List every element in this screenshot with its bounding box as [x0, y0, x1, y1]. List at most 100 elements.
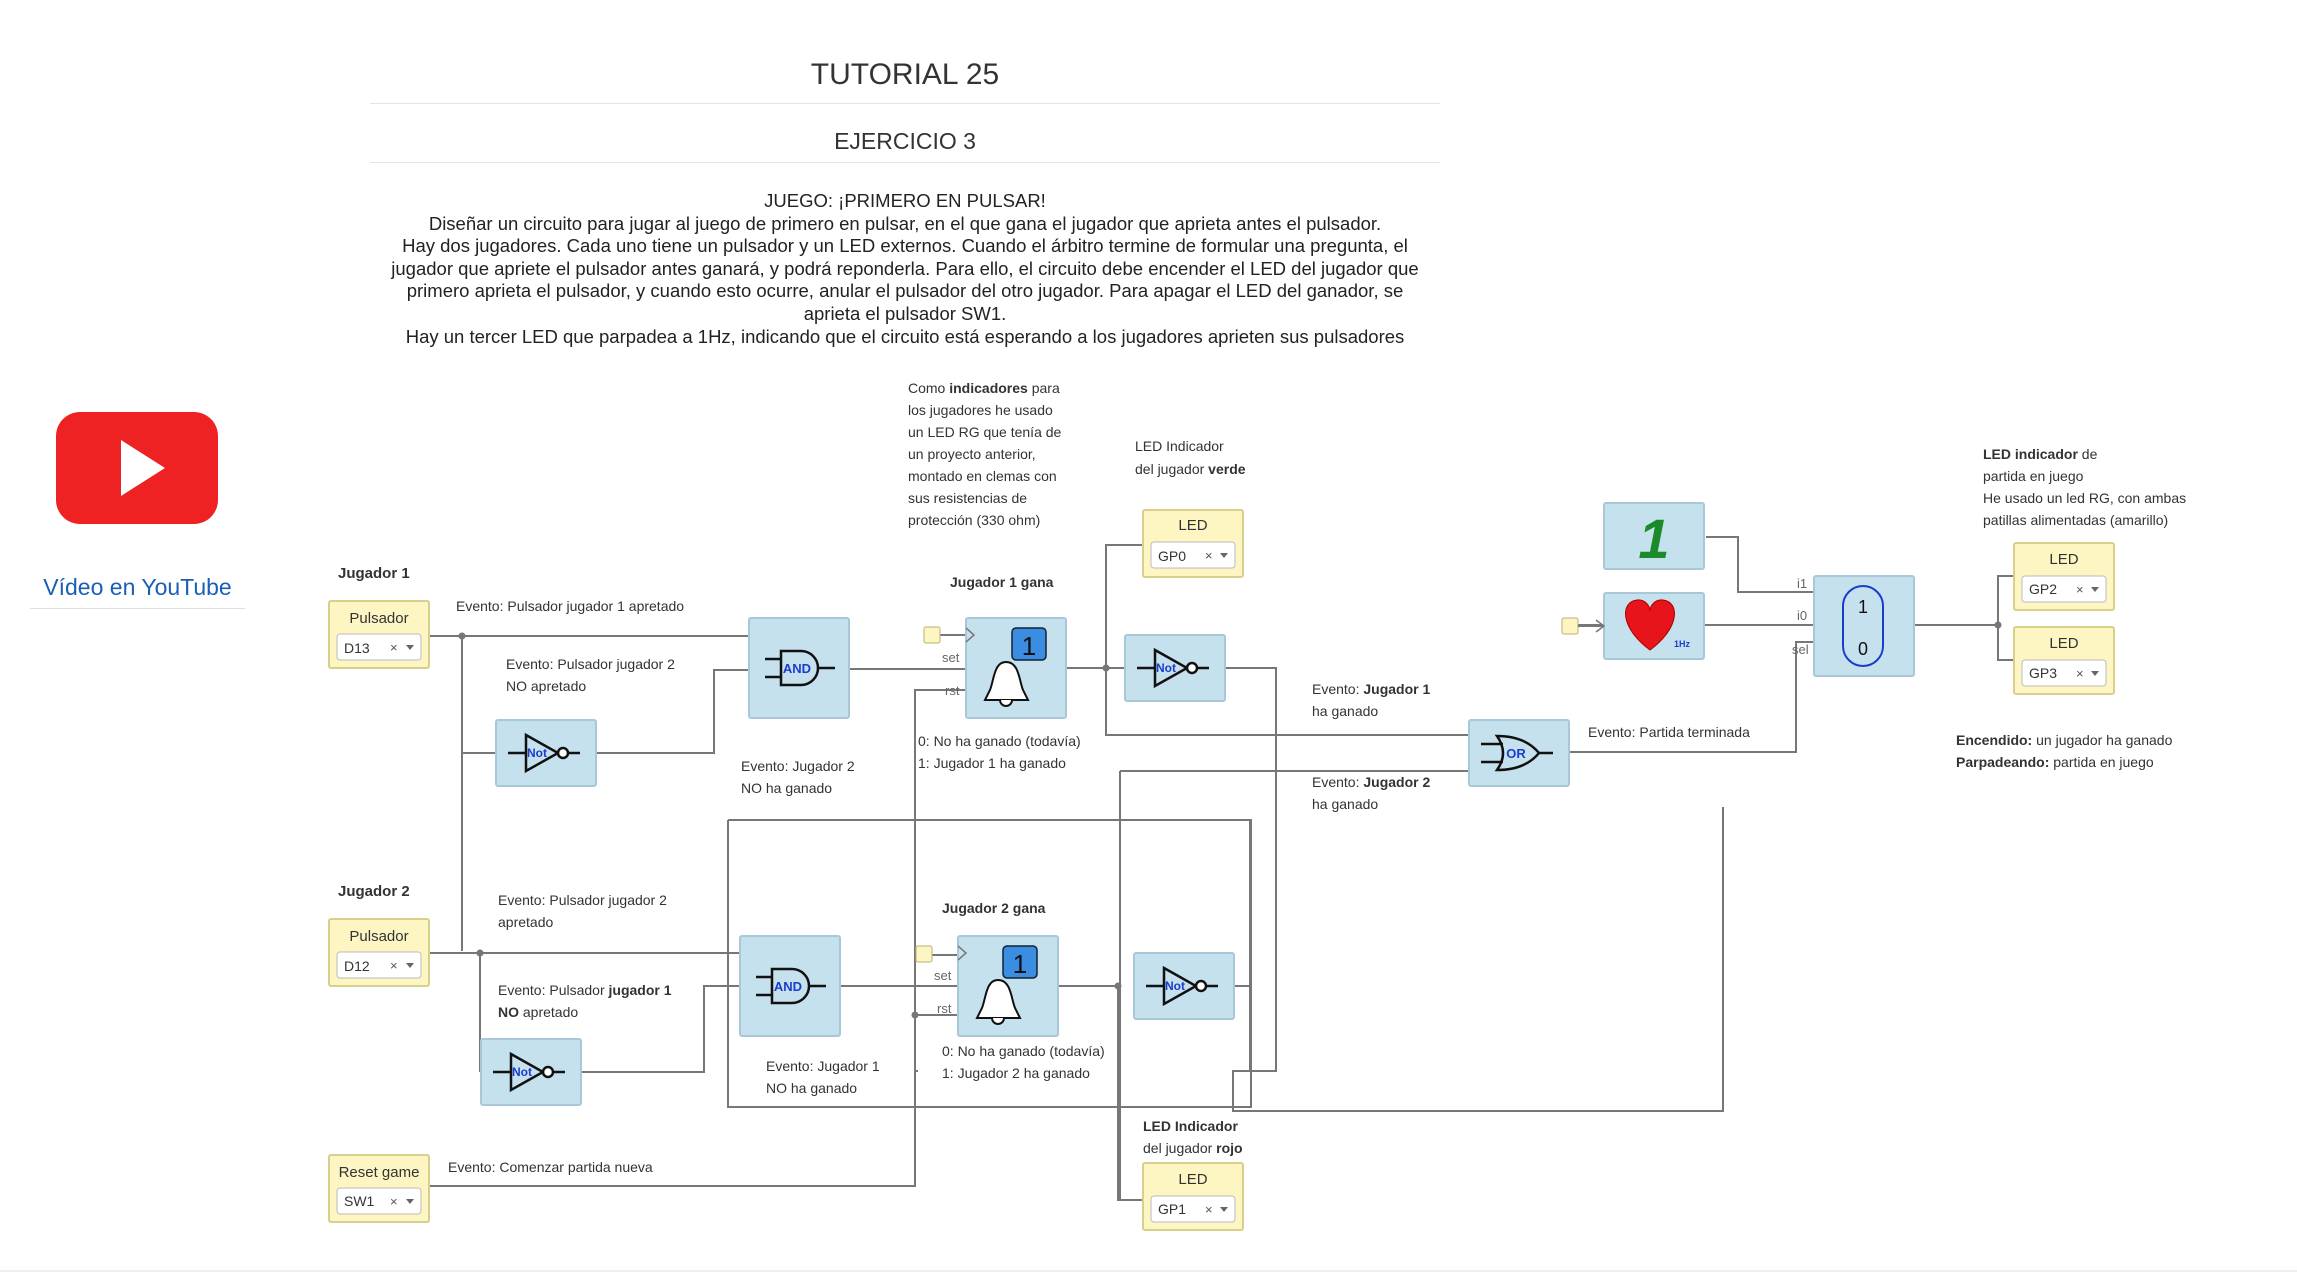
led-gp0-block[interactable]: LED GP0 ×	[1142, 509, 1244, 578]
svg-text:LED: LED	[2049, 551, 2078, 568]
svg-text:los jugadores he usado: los jugadores he usado	[908, 402, 1053, 418]
svg-text:Not: Not	[1165, 979, 1185, 993]
svg-text:Evento: Jugador 2: Evento: Jugador 2	[741, 758, 855, 774]
svg-text:Reset game: Reset game	[339, 1164, 420, 1181]
jugador-1-heading: Jugador 1	[338, 565, 410, 582]
svg-text:partida en juego: partida en juego	[1983, 468, 2084, 484]
and-gate-jugador-2[interactable]: AND	[739, 935, 841, 1037]
svg-text:×: ×	[390, 640, 398, 655]
description-line: jugador que apriete el pulsador antes ga…	[391, 257, 1419, 279]
svg-text:NO apretado: NO apretado	[506, 678, 586, 694]
svg-text:Evento: Jugador 1: Evento: Jugador 1	[1312, 681, 1430, 697]
description-line: aprieta el pulsador SW1.	[803, 302, 1007, 324]
svg-text:×: ×	[1205, 548, 1213, 563]
youtube-video-link[interactable]: Vídeo en YouTube	[43, 574, 232, 600]
svg-text:0: No ha ganado (todavía): 0: No ha ganado (todavía)	[918, 733, 1081, 749]
svg-text:SW1: SW1	[344, 1193, 375, 1209]
svg-text:del jugador rojo: del jugador rojo	[1143, 1140, 1243, 1156]
svg-text:0: No ha ganado (todavía): 0: No ha ganado (todavía)	[942, 1043, 1105, 1059]
exercise-description: JUEGO: ¡PRIMERO EN PULSAR! Diseñar un ci…	[370, 190, 1440, 348]
page-subtitle: EJERCICIO 3	[834, 128, 976, 154]
svg-text:OR: OR	[1506, 746, 1526, 761]
svg-text:NO ha ganado: NO ha ganado	[741, 780, 832, 796]
led-gp1-block[interactable]: LED GP1 ×	[1142, 1162, 1244, 1231]
svg-text:Parpadeando: partida en juego: Parpadeando: partida en juego	[1956, 754, 2154, 770]
pulsador-d12-block[interactable]: Pulsador D12 ×	[328, 918, 430, 987]
svg-text:1: Jugador 1 ha ganado: 1: Jugador 1 ha ganado	[918, 755, 1066, 771]
wires	[428, 536, 2014, 1201]
svg-text:GP2: GP2	[2029, 581, 2057, 597]
svg-text:patillas alimentadas (amarillo: patillas alimentadas (amarillo)	[1983, 512, 2168, 528]
led-gp2-block[interactable]: LED GP2 ×	[2013, 542, 2115, 611]
svg-text:montado en clemas con: montado en clemas con	[908, 468, 1057, 484]
reset-game-sw1-block[interactable]: Reset game SW1 ×	[328, 1154, 430, 1223]
svg-text:D12: D12	[344, 958, 370, 974]
svg-text:un proyecto anterior,: un proyecto anterior,	[908, 446, 1036, 462]
svg-text:Evento: Jugador 1: Evento: Jugador 1	[766, 1058, 880, 1074]
svg-text:×: ×	[2076, 582, 2084, 597]
svg-text:apretado: apretado	[498, 914, 553, 930]
jugador-2-heading: Jugador 2	[338, 883, 410, 900]
svg-text:LED: LED	[1178, 1171, 1207, 1188]
description-line: primero aprieta el pulsador, y cuando es…	[406, 280, 1404, 302]
and-gate-jugador-1[interactable]: AND	[748, 617, 850, 719]
svg-text:rst: rst	[937, 1001, 952, 1016]
svg-text:del jugador verde: del jugador verde	[1135, 461, 1246, 477]
description-line: Hay dos jugadores. Cada uno tiene un pul…	[402, 235, 1408, 257]
subtitle-divider	[370, 162, 1440, 163]
svg-text:×: ×	[390, 958, 398, 973]
svg-text:1: 1	[1013, 949, 1027, 979]
svg-text:LED: LED	[2049, 635, 2078, 652]
svg-text:Pulsador: Pulsador	[349, 928, 408, 945]
svg-text:1: Jugador 2 ha ganado: 1: Jugador 2 ha ganado	[942, 1065, 1090, 1081]
svg-text:Evento: Comenzar partida nueva: Evento: Comenzar partida nueva	[448, 1159, 653, 1175]
svg-text:Not: Not	[1156, 661, 1176, 675]
svg-text:sel: sel	[1792, 642, 1809, 657]
svg-text:Pulsador: Pulsador	[349, 610, 408, 627]
not-gate-jugador-2-output[interactable]: Not	[1133, 952, 1235, 1020]
svg-text:Evento: Partida terminada: Evento: Partida terminada	[1588, 724, 1750, 740]
svg-text:ha ganado: ha ganado	[1312, 703, 1378, 719]
not-gate-jugador-1-output[interactable]: Not	[1124, 634, 1226, 702]
svg-text:Evento: Pulsador jugador 2: Evento: Pulsador jugador 2	[498, 892, 667, 908]
svg-text:set: set	[942, 650, 960, 665]
sidebar-divider	[30, 608, 245, 609]
diagram-annotations: Como indicadores para los jugadores he u…	[448, 380, 2186, 1175]
flipflop-1-init-input[interactable]	[923, 626, 941, 644]
heart-1hz-block[interactable]: 1Hz	[1603, 592, 1705, 660]
flipflop-2-init-input[interactable]	[915, 945, 933, 963]
svg-text:LED indicador de: LED indicador de	[1983, 446, 2098, 462]
title-divider	[370, 103, 1440, 104]
svg-text:ha ganado: ha ganado	[1312, 796, 1378, 812]
svg-text:NO apretado: NO apretado	[498, 1004, 578, 1020]
svg-text:AND: AND	[774, 979, 802, 994]
svg-text:×: ×	[1205, 1202, 1213, 1217]
svg-text:Evento: Pulsador jugador 1 apr: Evento: Pulsador jugador 1 apretado	[456, 598, 684, 614]
svg-text:AND: AND	[783, 661, 811, 676]
svg-text:He usado un led RG, con ambas: He usado un led RG, con ambas	[1983, 490, 2186, 506]
or-gate-partida-terminada[interactable]: OR	[1468, 719, 1570, 787]
pulsador-d13-block[interactable]: Pulsador D13 ×	[328, 600, 430, 669]
flipflop-jugador-2[interactable]: 1 set rst	[934, 935, 1059, 1037]
not-gate-jugador-1-input[interactable]: Not	[480, 1038, 582, 1106]
svg-text:D13: D13	[344, 640, 370, 656]
description-heading: JUEGO: ¡PRIMERO EN PULSAR!	[764, 190, 1046, 211]
svg-text:GP0: GP0	[1158, 548, 1186, 564]
svg-text:Evento: Jugador 2: Evento: Jugador 2	[1312, 774, 1430, 790]
svg-text:un LED RG que tenía de: un LED RG que tenía de	[908, 424, 1062, 440]
mux-2-to-1[interactable]: 1 0 i1 i0 sel	[1792, 575, 1915, 677]
svg-text:LED Indicador: LED Indicador	[1143, 1118, 1238, 1134]
svg-text:Not: Not	[512, 1065, 532, 1079]
svg-text:LED Indicador: LED Indicador	[1135, 438, 1224, 454]
svg-text:0: 0	[1858, 639, 1868, 659]
page-title: TUTORIAL 25	[810, 58, 1000, 91]
flipflop-jugador-1[interactable]: 1 set rst	[942, 617, 1067, 719]
led-gp3-block[interactable]: LED GP3 ×	[2013, 626, 2115, 695]
play-triangle-icon	[121, 440, 165, 496]
constant-one-block[interactable]: 1	[1603, 502, 1705, 570]
page-bottom-border	[0, 1270, 2297, 1272]
svg-text:LED: LED	[1178, 517, 1207, 534]
not-gate-jugador-2-input[interactable]: Not	[495, 719, 597, 787]
heart-enable-input[interactable]	[1561, 617, 1579, 635]
